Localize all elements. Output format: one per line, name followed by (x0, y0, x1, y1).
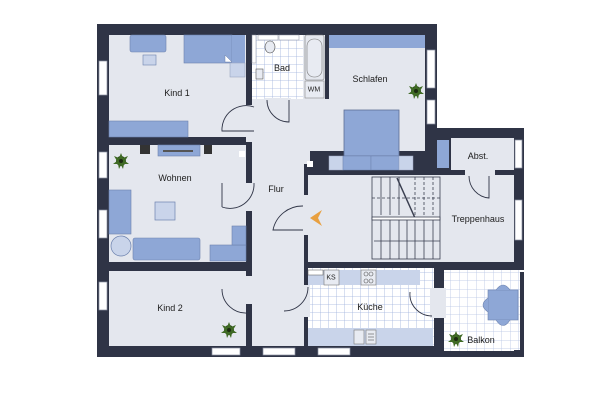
staircase (371, 176, 441, 260)
furniture-bad (251, 34, 325, 99)
room-label-balkon: Balkon (467, 335, 495, 345)
fridge-label: KS (326, 274, 336, 282)
door-openings (246, 98, 495, 318)
room-label-schlafen: Schlafen (352, 74, 388, 84)
room-label-flur: Flur (268, 184, 284, 194)
washing-machine-label: WM (307, 86, 321, 94)
room-label-treppenhaus: Treppenhaus (451, 214, 505, 224)
furniture-wohnen (108, 144, 247, 262)
furniture-kueche (307, 269, 433, 346)
furniture-abst (437, 140, 449, 168)
windows (98, 49, 523, 356)
entrance-marker-icon (310, 210, 322, 226)
furniture-balkon (440, 272, 524, 357)
room-label-kind2: Kind 2 (157, 303, 183, 313)
furniture-schlafen (307, 35, 425, 171)
room-label-kind1: Kind 1 (164, 88, 190, 98)
room-label-bad: Bad (273, 63, 291, 73)
room-label-kueche: Küche (357, 302, 383, 312)
room-label-wohnen: Wohnen (158, 173, 192, 183)
doors (221, 99, 490, 317)
furniture-kind1 (108, 34, 246, 138)
room-label-abst: Abst. (467, 151, 489, 161)
